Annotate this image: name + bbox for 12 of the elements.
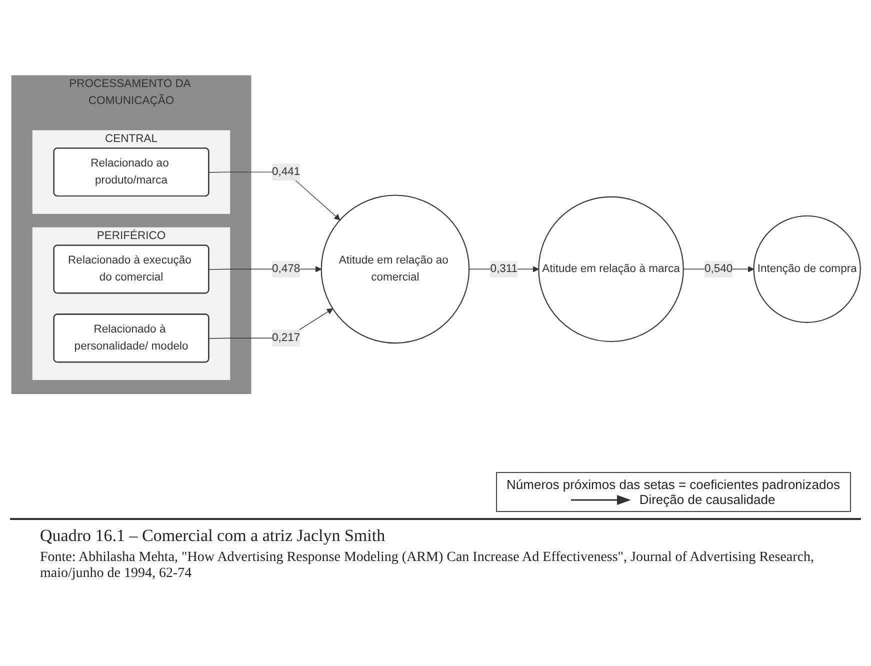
legend-text: Direção de causalidade — [639, 492, 776, 507]
node-circle: Atitude em relação ao comercial — [320, 195, 470, 344]
edge-label: 0,217 — [272, 332, 300, 344]
node-circle: Atitude em relação à marca — [538, 196, 684, 342]
source-text: Fonte: Abhilasha Mehta, "How Advertising Response Modeling (ARM) Can Increase Ad Effectiveness", Journal of Advertising Research, maio/junho de 1994, 62-74 — [40, 550, 816, 582]
edge-label: 0,478 — [272, 263, 300, 276]
edge-label: 0,311 — [490, 263, 518, 276]
edge-label: 0,540 — [704, 263, 732, 276]
caption-text: Quadro 16.1 – Comercial com a atriz Jaclyn Smith — [40, 526, 386, 546]
edge-label: 0,441 — [272, 166, 300, 178]
note-text: Números próximos das setas = coeficientes padronizados — [506, 477, 840, 492]
node-circle: Intenção de compra — [752, 216, 860, 324]
